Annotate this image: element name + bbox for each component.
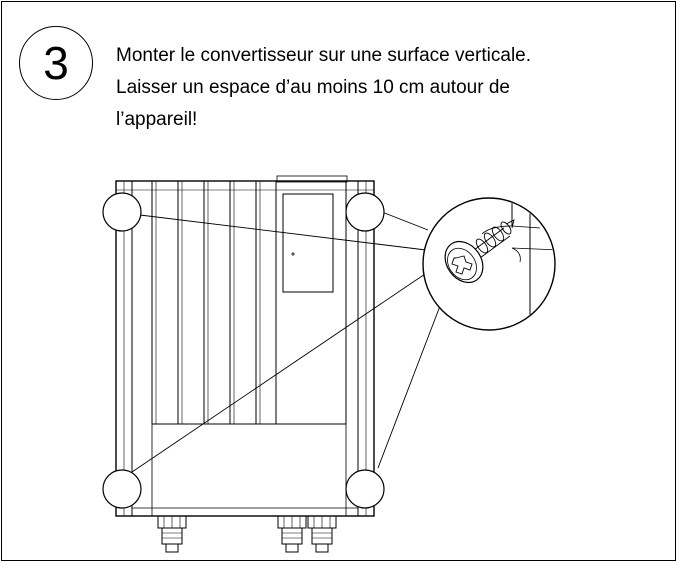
converter-housing: [115, 175, 375, 517]
instruction-line-3: l’appareil!: [116, 109, 198, 130]
detail-leader-lines: [131, 211, 441, 473]
cable-gland-right: [307, 515, 337, 553]
cable-gland-middle: [277, 515, 307, 553]
screw-thread: [473, 219, 515, 259]
cable-gland-left: [157, 515, 187, 553]
instruction-line-2: Laisser un espace d’au moins 10 cm autou…: [116, 77, 510, 98]
step-number: 3: [43, 37, 69, 89]
mounting-point-bottom-right: [345, 469, 385, 509]
mounting-point-bottom-left: [102, 469, 142, 509]
instruction-text: Monter le convertisseur sur une surface …: [116, 40, 661, 136]
instruction-line-1: Monter le convertisseur sur une surface …: [116, 45, 532, 66]
screw-head: [444, 240, 484, 284]
step-number-badge: 3: [19, 26, 93, 100]
mounting-point-top-left: [102, 192, 142, 232]
mounting-point-top-right: [345, 192, 385, 232]
screw-detail-view: [422, 197, 556, 331]
